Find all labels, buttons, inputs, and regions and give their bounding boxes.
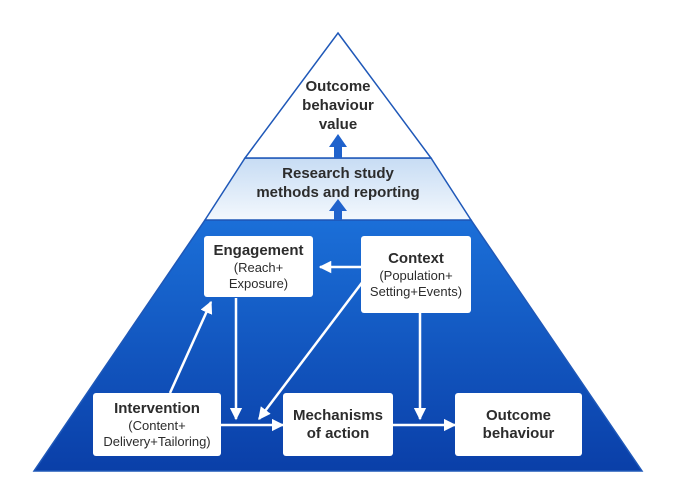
outcome-title-1: Outcome <box>485 406 551 424</box>
outcome-box: Outcome behaviour <box>455 393 582 456</box>
engagement-sub-1: (Reach+ <box>233 259 284 275</box>
engagement-sub-2: Exposure) <box>228 275 289 291</box>
arrow-context-to-mechanisms <box>258 279 365 420</box>
intervention-sub-2: Delivery+Tailoring) <box>103 433 211 449</box>
intervention-sub-1: (Content+ <box>128 417 186 433</box>
mechanisms-title-1: Mechanisms <box>292 406 384 424</box>
outcome-behaviour-value-label: Outcome behaviour value <box>268 77 408 134</box>
arrow-intervention-to-engagement <box>168 300 213 394</box>
context-title: Context <box>388 249 444 267</box>
outcome-title-2: behaviour <box>482 424 555 442</box>
mechanisms-box: Mechanisms of action <box>283 393 393 456</box>
research-study-line-1: Research study <box>282 165 394 182</box>
context-box: Context (Population+ Setting+Events) <box>361 236 471 313</box>
engagement-title: Engagement <box>213 241 304 259</box>
research-study-line-2: methods and reporting <box>256 184 420 201</box>
intervention-title: Intervention <box>114 399 200 417</box>
context-sub-2: Setting+Events) <box>369 283 463 299</box>
research-study-label: Research study methods and reporting <box>238 164 438 202</box>
outcome-behaviour-value-line-1: Outcome <box>305 78 371 95</box>
up-arrow-top <box>329 134 347 158</box>
engagement-box: Engagement (Reach+ Exposure) <box>204 236 313 297</box>
outcome-behaviour-value-line-2: behaviour <box>302 97 374 114</box>
outcome-behaviour-value-line-3: value <box>318 116 358 133</box>
mechanisms-title-2: of action <box>306 424 370 442</box>
up-arrow-middle <box>329 199 347 220</box>
context-sub-1: (Population+ <box>379 267 453 283</box>
intervention-box: Intervention (Content+ Delivery+Tailorin… <box>93 393 221 456</box>
